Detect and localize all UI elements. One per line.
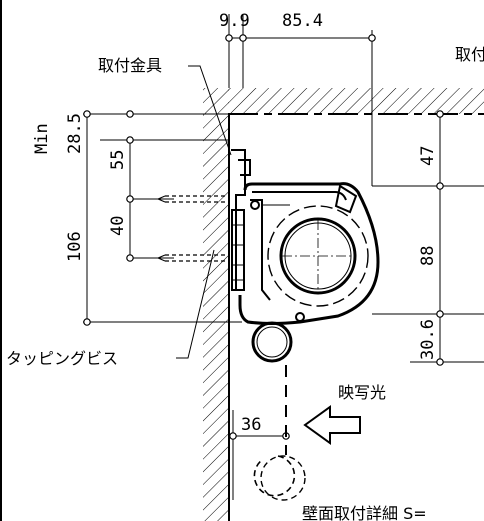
label-bracket: 取付金具 (98, 56, 162, 75)
ceiling-hatch (228, 88, 484, 115)
dim-47: 47 (418, 146, 438, 166)
dim-9-9: 9.9 (219, 11, 250, 31)
dim-106: 106 (65, 231, 85, 262)
tapping-screws (156, 195, 228, 262)
dim-55: 55 (108, 150, 128, 170)
dim-85-4: 85.4 (282, 11, 323, 31)
dimension-dots (83, 34, 444, 440)
projection-arrow (303, 405, 361, 445)
mounting-bracket (231, 149, 251, 291)
leader-lines (176, 65, 232, 359)
dim-36: 36 (241, 415, 261, 435)
dim-30-6: 30.6 (418, 319, 438, 360)
label-top-right: 取付 (455, 45, 484, 64)
dim-88: 88 (418, 246, 438, 266)
dim-min-label: Min (32, 123, 52, 154)
screen-roller (267, 205, 369, 307)
bottom-bar (251, 321, 293, 363)
screen-housing (238, 182, 380, 325)
dimension-lines (83, 14, 484, 500)
label-screw: タッピングビス (6, 349, 118, 368)
dim-28-5: 28.5 (65, 113, 85, 154)
label-projection-light: 映写光 (338, 383, 386, 402)
lowered-screen-outline (253, 365, 306, 501)
wall-hatch (203, 88, 230, 521)
label-detail-title: 壁面取付詳細 S= (302, 504, 427, 521)
dim-40: 40 (108, 216, 128, 236)
